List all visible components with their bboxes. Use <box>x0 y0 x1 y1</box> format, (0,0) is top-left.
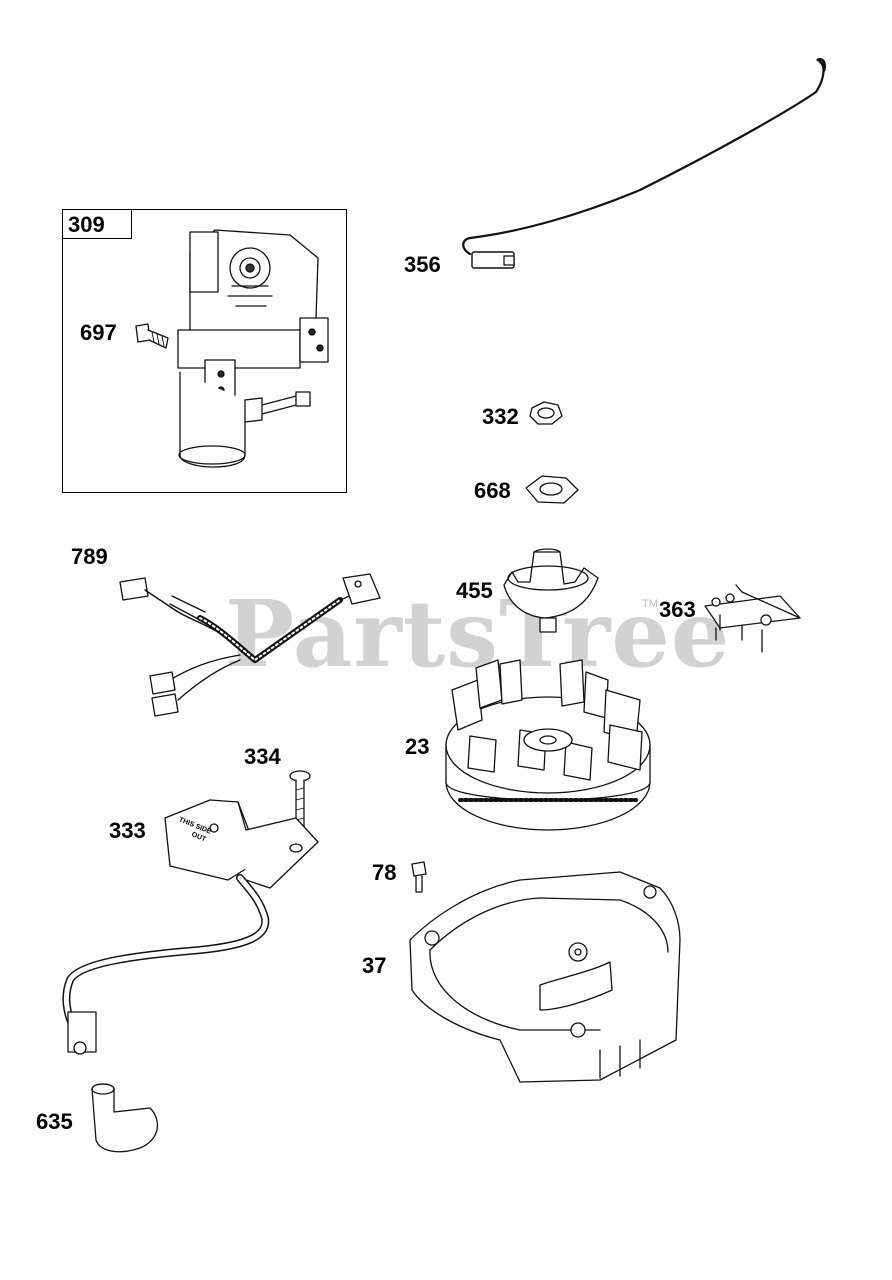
label-309[interactable]: 309 <box>68 212 105 237</box>
label-332[interactable]: 332 <box>482 404 519 429</box>
shroud-icon[interactable] <box>409 871 681 1083</box>
spark-plug-boot-icon[interactable] <box>91 1083 159 1153</box>
bolt-icon-697[interactable] <box>135 323 169 349</box>
label-668[interactable]: 668 <box>474 478 511 503</box>
starter-motor-icon[interactable] <box>177 229 329 468</box>
label-333[interactable]: 333 <box>109 818 146 843</box>
starter-motor-box <box>62 209 347 493</box>
flywheel-icon[interactable] <box>445 659 651 831</box>
starter-motor-box-tab <box>62 209 132 239</box>
label-363[interactable]: 363 <box>659 597 696 622</box>
label-697[interactable]: 697 <box>80 320 117 345</box>
label-789[interactable]: 789 <box>71 544 108 569</box>
label-78[interactable]: 78 <box>372 860 397 885</box>
label-23[interactable]: 23 <box>405 734 430 759</box>
label-635[interactable]: 635 <box>36 1109 73 1134</box>
wire-harness-icon[interactable] <box>119 573 381 717</box>
bracket-icon[interactable] <box>704 584 801 653</box>
starter-cup-icon[interactable] <box>503 548 599 633</box>
label-356[interactable]: 356 <box>404 252 441 277</box>
bolt-icon-78[interactable] <box>411 861 427 893</box>
ground-wire-icon[interactable] <box>462 58 826 269</box>
ignition-coil-icon[interactable]: THIS SIDE OUT <box>62 799 319 1055</box>
watermark-text: PartsTree <box>225 580 731 688</box>
hex-nut-icon[interactable] <box>529 401 563 425</box>
watermark-trademark: TM <box>642 598 658 610</box>
label-37[interactable]: 37 <box>362 953 387 978</box>
washer-icon[interactable] <box>525 475 579 504</box>
label-334[interactable]: 334 <box>244 744 281 769</box>
label-455[interactable]: 455 <box>456 578 493 603</box>
